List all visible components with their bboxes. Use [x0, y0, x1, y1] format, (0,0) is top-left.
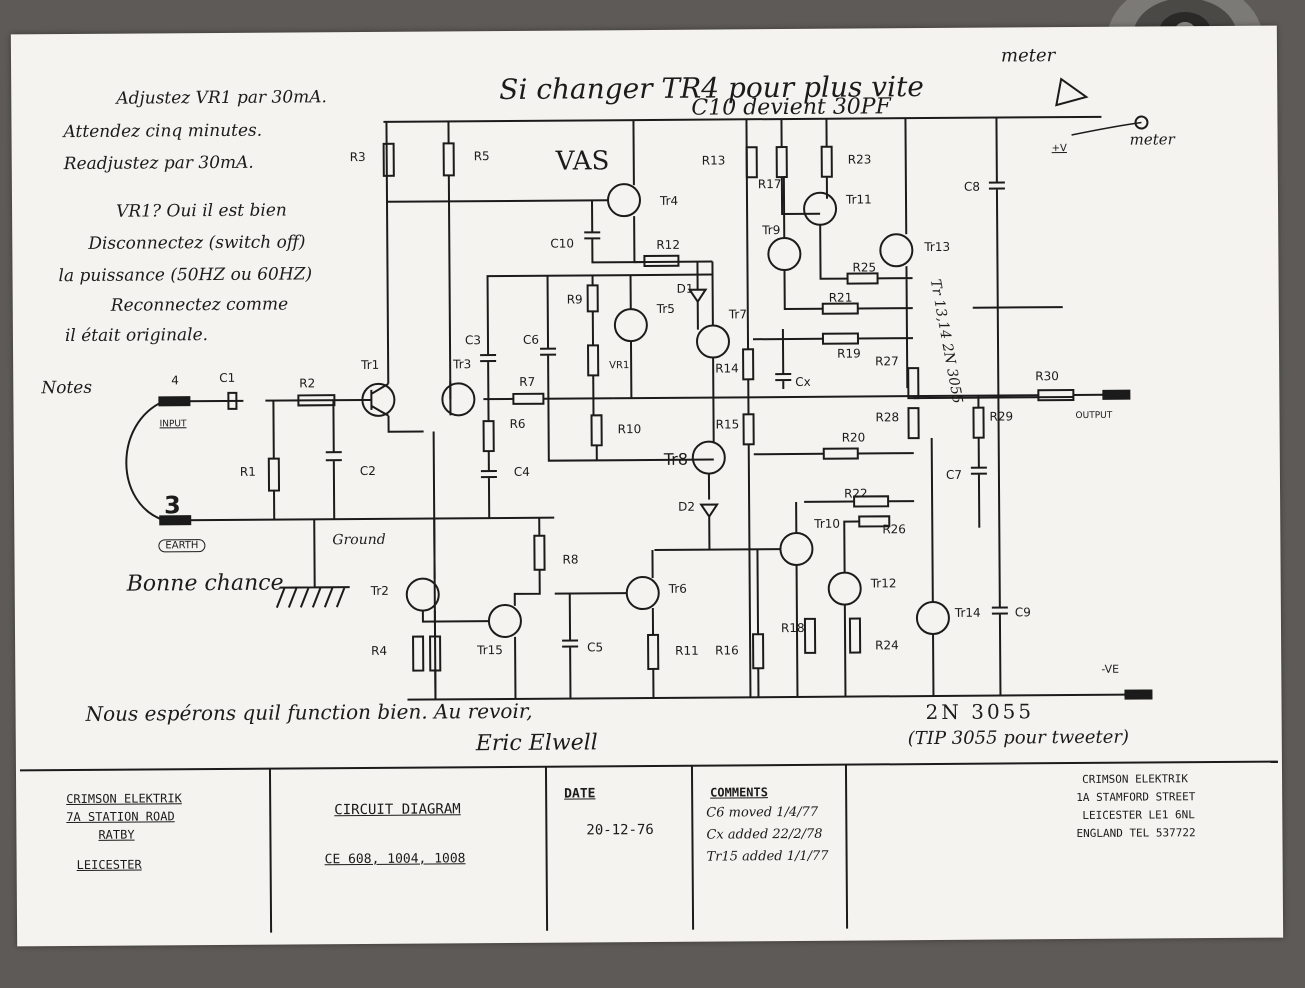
model-number: CE 608, 1004, 1008	[324, 851, 466, 868]
date-value: 20-12-76	[586, 821, 654, 839]
address-line: ENGLAND TEL 537722	[1076, 826, 1196, 841]
circuit-schematic	[125, 77, 1153, 701]
address-line: CRIMSON ELEKTRIK	[1082, 772, 1189, 786]
comments-label: COMMENTS	[710, 785, 768, 800]
title-block-frame	[19, 760, 1278, 933]
company-line: LEICESTER	[76, 857, 142, 872]
diagram-title: CIRCUIT DIAGRAM	[334, 801, 461, 819]
comment-line: Cx added 22/2/78	[706, 826, 823, 843]
company-line: 7A STATION ROAD	[66, 809, 175, 825]
schematic-sheet: Si changer TR4 pour plus vite C10 devien…	[10, 25, 1284, 947]
company-line: RATBY	[98, 827, 135, 842]
date-label: DATE	[564, 786, 596, 802]
comment-line: Tr15 added 1/1/77	[706, 848, 829, 865]
company-line: CRIMSON ELEKTRIK	[66, 791, 182, 807]
address-line: LEICESTER LE1 6NL	[1082, 808, 1195, 822]
address-line: 1A STAMFORD STREET	[1076, 790, 1196, 805]
comment-line: C6 moved 1/4/77	[706, 804, 819, 821]
